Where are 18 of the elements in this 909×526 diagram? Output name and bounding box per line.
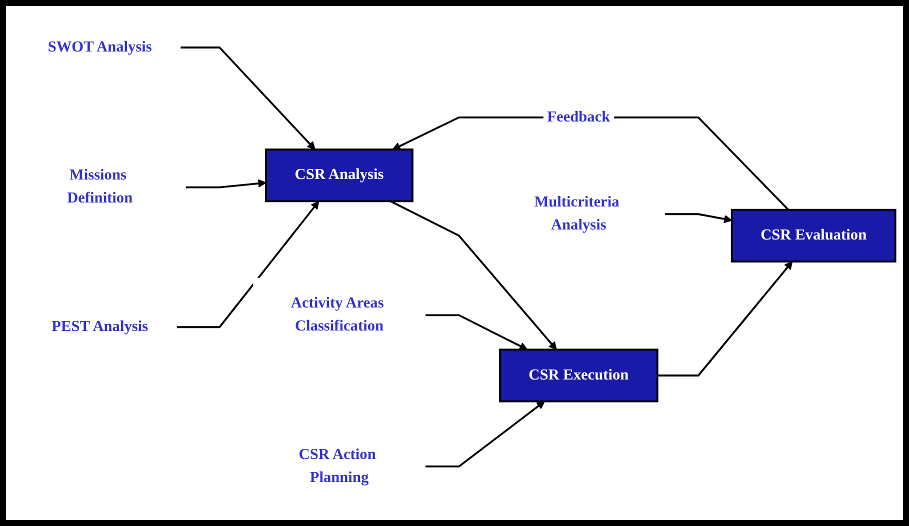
node-box <box>498 348 658 403</box>
arrow <box>186 180 266 189</box>
node-text: Activity Areas Classification <box>290 295 384 335</box>
arrow <box>390 200 557 350</box>
node-text: Multicriteria Analysis <box>534 194 620 234</box>
arrow <box>425 314 528 350</box>
node-text: SWOT Analysis <box>48 39 152 56</box>
node-box <box>730 209 896 263</box>
node-text: PEST Analysis <box>52 318 148 336</box>
node-text: CSR Action Planning <box>298 446 376 486</box>
arrow <box>176 201 320 328</box>
arrow <box>180 46 316 150</box>
node-text: Missions Definition <box>67 167 133 207</box>
arrow <box>657 261 793 377</box>
node-box <box>265 148 414 202</box>
flowchart: Feedback CSR Analysis CSR Execution CSR Evaluation SWOT Analysis Missions Definition PEST Analysis Activity Areas Classification CSR Action Planning Multicriteria Analysis <box>6 14 903 512</box>
arrow <box>425 401 546 468</box>
arrow <box>664 213 732 224</box>
